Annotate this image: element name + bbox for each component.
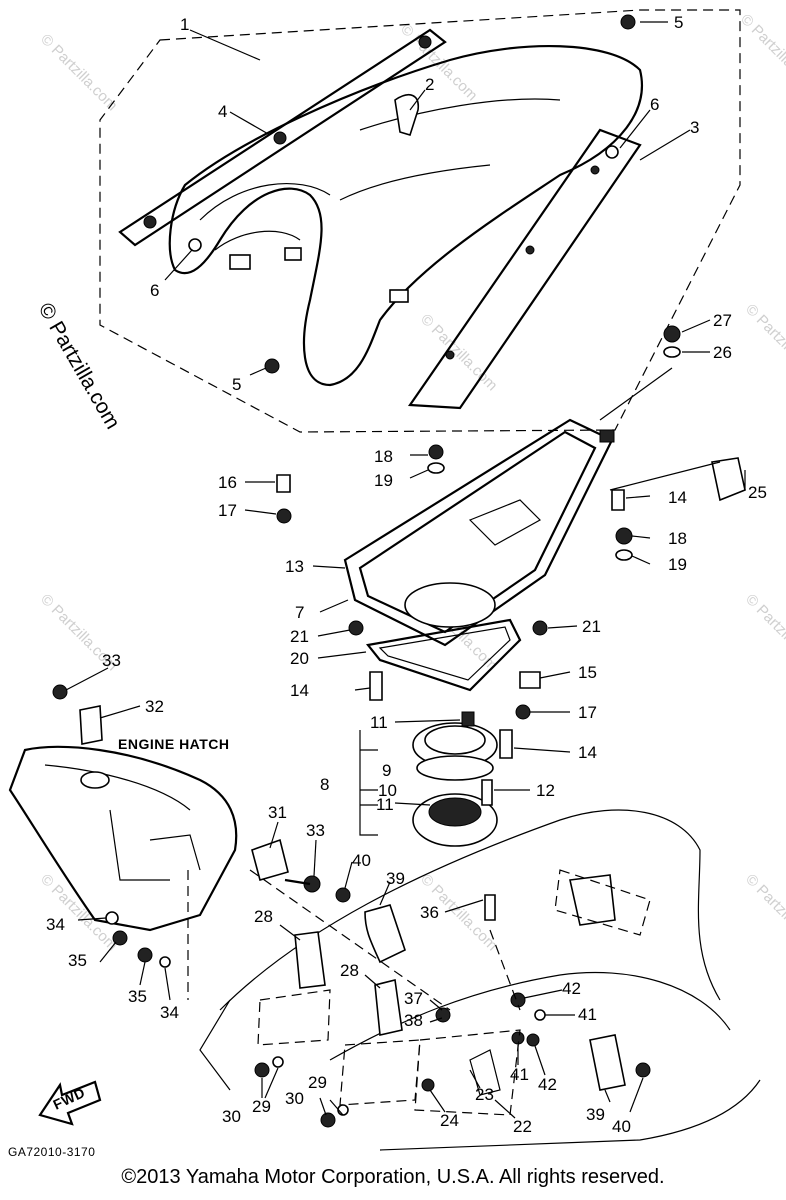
fwd-arrow: FWD [38, 1080, 102, 1126]
tray-fasteners [276, 444, 746, 806]
watermark-text: © Partzilla.com [417, 311, 500, 394]
callout-40: 40 [352, 851, 371, 870]
callout-1: 1 [180, 15, 189, 34]
storage-tray [343, 418, 615, 647]
callout-16: 16 [218, 473, 237, 492]
callout-25: 25 [748, 483, 767, 502]
callout-35: 35 [128, 987, 147, 1006]
callout-4: 4 [218, 102, 227, 121]
callout-39: 39 [586, 1105, 605, 1124]
callout-10: 10 [378, 781, 397, 800]
callout-30: 30 [285, 1089, 304, 1108]
callout-28: 28 [254, 907, 273, 926]
callout-33: 33 [102, 651, 121, 670]
nut-27 [663, 325, 681, 343]
lower-dashed [187, 869, 651, 1116]
callout-34: 34 [160, 1003, 179, 1022]
gasket-inner [378, 626, 511, 681]
watermark-text: © Partzilla.com [742, 301, 786, 384]
callout-37: 37 [404, 989, 423, 1008]
callout-18: 18 [374, 447, 393, 466]
seat-leaders [164, 21, 711, 421]
callout-14: 14 [668, 488, 687, 507]
callouts: 1 2 3 4 5 5 6 6 27 26 18 19 16 17 14 25 … [46, 13, 767, 1136]
callout-35: 35 [68, 951, 87, 970]
callout-14: 14 [290, 681, 309, 700]
callout-31: 31 [268, 803, 287, 822]
diagram-code: GA72010-3170 [8, 1145, 95, 1159]
side-watermark: © Partzilla.com [34, 299, 125, 433]
callout-29: 29 [252, 1097, 271, 1116]
callout-19: 19 [668, 555, 687, 574]
hatch-hinge-parts [52, 684, 321, 968]
bolt-5-left [264, 358, 280, 374]
callout-40: 40 [612, 1117, 631, 1136]
callout-17: 17 [578, 703, 597, 722]
callout-30: 30 [222, 1107, 241, 1126]
callout-5: 5 [232, 375, 241, 394]
callout-41: 41 [510, 1065, 529, 1084]
callout-24: 24 [440, 1111, 459, 1130]
callout-5: 5 [674, 13, 683, 32]
watermark-text: © Partzilla.com [37, 31, 120, 114]
watermarks: © Partzilla.com © Partzilla.com © Partzi… [34, 11, 786, 954]
callout-12: 12 [536, 781, 555, 800]
callout-34: 34 [46, 915, 65, 934]
callout-27: 27 [713, 311, 732, 330]
callout-3: 3 [690, 118, 699, 137]
seat-group-outline [99, 9, 741, 433]
callout-39: 39 [386, 869, 405, 888]
callout-14: 14 [578, 743, 597, 762]
callout-6: 6 [650, 95, 659, 114]
callout-38: 38 [404, 1011, 423, 1030]
callout-7: 7 [295, 603, 304, 622]
callout-23: 23 [475, 1085, 494, 1104]
seat-assembly [168, 44, 643, 387]
watermark-text: © Partzilla.com [742, 591, 786, 674]
callout-28: 28 [340, 961, 359, 980]
callout-41: 41 [578, 1005, 597, 1024]
lower-leaders [65, 667, 644, 1119]
callout-19: 19 [374, 471, 393, 490]
callout-9: 9 [382, 761, 391, 780]
callout-11: 11 [370, 713, 388, 732]
callout-2: 2 [425, 75, 434, 94]
callout-26: 26 [713, 343, 732, 362]
seat-hook [394, 94, 420, 136]
callout-8: 8 [320, 775, 329, 794]
engine-hatch [8, 745, 238, 932]
gasket [365, 618, 522, 692]
washer-6-right [605, 145, 619, 159]
callout-13: 13 [285, 557, 304, 576]
bolt-5-top [620, 14, 636, 30]
callout-29: 29 [308, 1073, 327, 1092]
callout-6: 6 [150, 281, 159, 300]
watermark-text: © Partzilla.com [742, 871, 786, 954]
washer-6-left [188, 238, 202, 252]
hatch-cover-assembly [412, 711, 498, 847]
bracket-8 [359, 730, 378, 836]
callout-33: 33 [306, 821, 325, 840]
seat-strap [118, 28, 447, 247]
lower-parts [254, 874, 651, 1128]
callout-42: 42 [562, 979, 581, 998]
washer-26 [663, 346, 681, 358]
callout-21: 21 [582, 617, 601, 636]
callout-15: 15 [578, 663, 597, 682]
callout-42: 42 [538, 1075, 557, 1094]
copyright-notice: ©2013 Yamaha Motor Corporation, U.S.A. A… [121, 1166, 665, 1188]
engine-hatch-label: ENGINE HATCH [118, 736, 230, 752]
callout-17: 17 [218, 501, 237, 520]
callout-21: 21 [290, 627, 309, 646]
watermark-text: © Partzilla.com [737, 11, 786, 94]
callout-22: 22 [513, 1117, 532, 1136]
callout-36: 36 [420, 903, 439, 922]
callout-11: 11 [376, 795, 394, 814]
callout-32: 32 [145, 697, 164, 716]
tray-leaders [244, 454, 746, 806]
seat-rail [407, 128, 642, 410]
callout-20: 20 [290, 649, 309, 668]
callout-18: 18 [668, 529, 687, 548]
